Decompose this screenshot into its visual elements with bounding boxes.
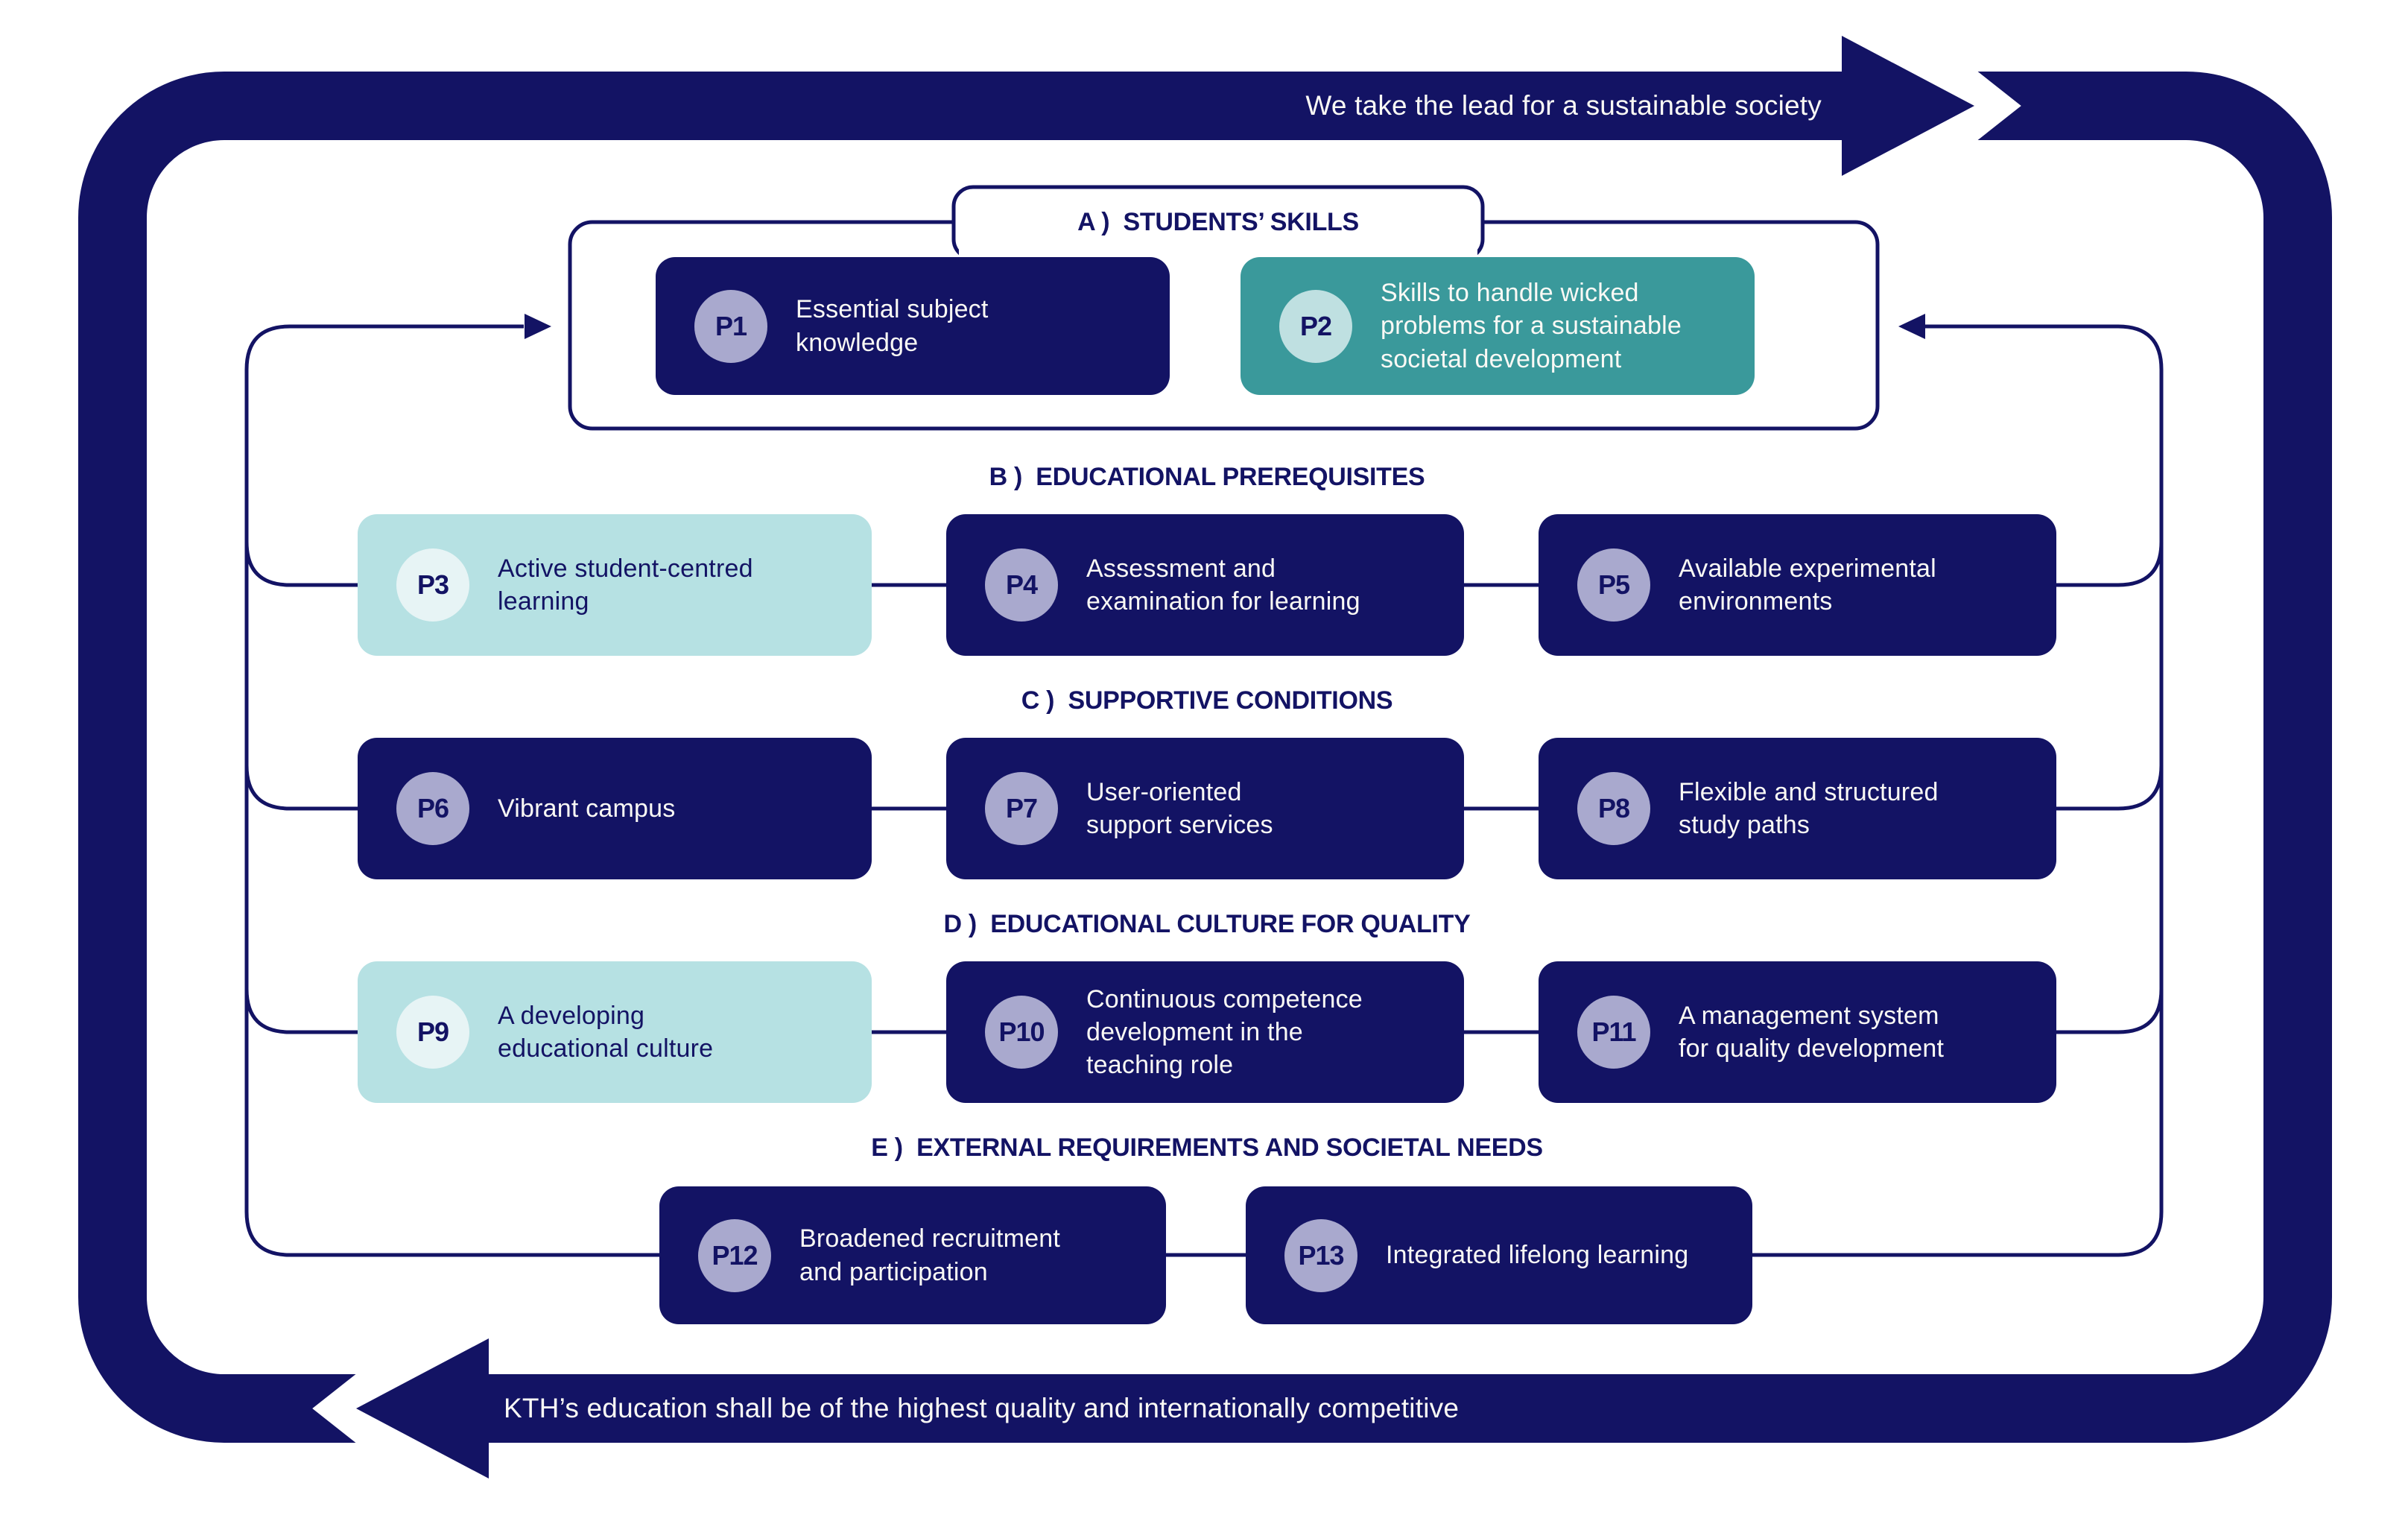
item-box-p10: P10 Continuous competence development in…	[946, 961, 1464, 1103]
item-number-badge: P10	[985, 996, 1058, 1069]
item-number-badge: P13	[1284, 1218, 1357, 1292]
item-number: P8	[1597, 793, 1630, 823]
item-number: P9	[416, 1016, 449, 1047]
loop-arrowhead-left-icon	[525, 314, 551, 339]
item-box-p9: P9 A developing educational culture	[358, 961, 872, 1103]
item-label: Broadened recruitment and participation	[799, 1224, 1061, 1286]
item-number-badge: P12	[698, 1218, 771, 1292]
bottom-arrow-gap	[312, 1296, 481, 1521]
item-label: Flexible and structured study paths	[1679, 777, 1939, 839]
item-number: P11	[1591, 1016, 1636, 1047]
item-number-badge: P11	[1577, 996, 1650, 1069]
item-label: Vibrant campus	[498, 794, 676, 823]
item-label: User-oriented support services	[1086, 777, 1273, 839]
inner-loop-line	[244, 324, 2164, 1257]
top-banner-text: We take the lead for a sustainable socie…	[1305, 90, 1822, 121]
item-number: P1	[715, 310, 747, 341]
item-number: P10	[998, 1016, 1045, 1047]
bottom-banner-text: KTH’s education shall be of the highest …	[504, 1393, 1460, 1423]
item-box-p1: P1 Essential subject knowledge	[656, 257, 1170, 395]
section-label-b: B ) EDUCATIONAL PREREQUISITES	[989, 462, 1425, 491]
item-box-p3: P3 Active student-centred learning	[358, 514, 872, 656]
item-label: Assessment and examination for learning	[1086, 554, 1360, 616]
item-number-badge: P7	[985, 772, 1058, 845]
item-box-p13: P13 Integrated lifelong learning	[1246, 1186, 1752, 1324]
item-number-badge: P3	[396, 548, 469, 622]
item-label: Integrated lifelong learning	[1386, 1241, 1689, 1270]
item-box-p6: P6 Vibrant campus	[358, 738, 872, 879]
item-number-badge: P8	[1577, 772, 1650, 845]
item-number-badge: P1	[694, 289, 767, 363]
top-arrowhead-icon	[1842, 36, 1974, 176]
item-number: P7	[1005, 793, 1038, 823]
item-label: Skills to handle wicked problems for a s…	[1381, 279, 1682, 373]
item-label: Continuous competence development in the…	[1086, 984, 1363, 1080]
section-label-e: E ) EXTERNAL REQUIREMENTS AND SOCIETAL N…	[871, 1133, 1543, 1162]
item-box-p11: P11 A management system for quality deve…	[1539, 961, 2056, 1103]
top-arrow-gap	[1852, 0, 2021, 218]
item-label: Available experimental environments	[1679, 554, 1936, 616]
item-number-badge: P6	[396, 772, 469, 845]
item-number: P3	[416, 569, 449, 600]
item-box-p8: P8 Flexible and structured study paths	[1539, 738, 2056, 879]
item-number: P12	[712, 1239, 758, 1271]
section-label-a: A ) STUDENTS’ SKILLS	[1077, 207, 1359, 236]
loop-arrowhead-right-icon	[1898, 314, 1925, 339]
section-a-tab-merge	[959, 219, 1477, 262]
item-number: P6	[416, 793, 449, 823]
item-number-badge: P2	[1279, 289, 1352, 363]
item-box-p5: P5 Available experimental environments	[1539, 514, 2056, 656]
item-number: P13	[1298, 1239, 1344, 1271]
item-label: Active student-centred learning	[498, 554, 753, 616]
item-box-p7: P7 User-oriented support services	[946, 738, 1464, 879]
item-box-p2: P2 Skills to handle wicked problems for …	[1241, 257, 1755, 395]
item-label: A developing educational culture	[498, 1001, 714, 1063]
item-number: P4	[1005, 569, 1038, 600]
item-number-badge: P9	[396, 996, 469, 1069]
section-label-d: D ) EDUCATIONAL CULTURE FOR QUALITY	[943, 909, 1471, 938]
item-box-p12: P12 Broadened recruitment and participat…	[659, 1186, 1166, 1324]
bottom-arrowhead-icon	[356, 1338, 489, 1479]
item-number: P5	[1597, 569, 1630, 600]
item-number-badge: P4	[985, 548, 1058, 622]
item-box-p4: P4 Assessment and examination for learni…	[946, 514, 1464, 656]
item-label: A management system for quality developm…	[1679, 1001, 1945, 1063]
item-label: Essential subject knowledge	[796, 295, 989, 357]
item-number: P2	[1299, 310, 1332, 341]
section-label-c: C ) SUPPORTIVE CONDITIONS	[1021, 686, 1393, 715]
outer-loop-band	[78, 72, 2332, 1443]
item-number-badge: P5	[1577, 548, 1650, 622]
